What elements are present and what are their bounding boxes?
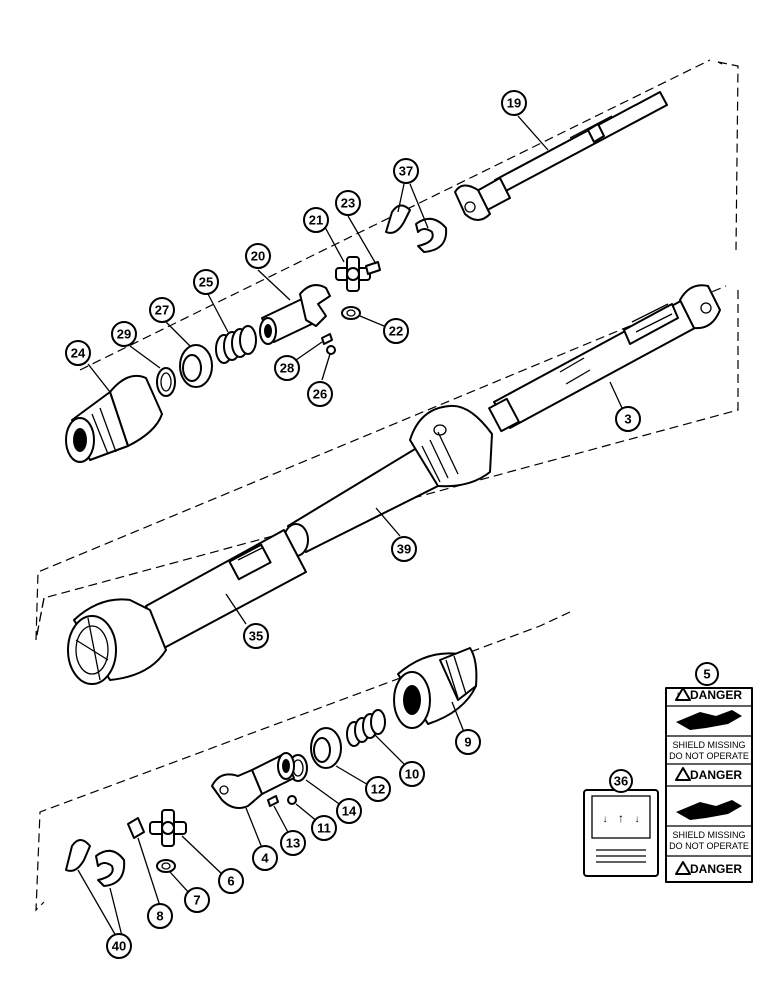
callout-20: 20 xyxy=(245,243,271,269)
callout-5: 5 xyxy=(695,662,719,686)
svg-text:25: 25 xyxy=(199,275,213,290)
snap-ring-7 xyxy=(156,859,176,873)
callout-39: 39 xyxy=(391,536,417,562)
callout-19: 19 xyxy=(501,90,527,116)
retaining-clips-40 xyxy=(65,839,126,887)
decal-5-shield-1a: SHIELD MISSING xyxy=(672,740,745,750)
pin-8 xyxy=(127,817,145,839)
svg-text:10: 10 xyxy=(405,767,419,782)
spring-25 xyxy=(215,325,257,364)
ball-26 xyxy=(326,345,336,355)
callout-9: 9 xyxy=(455,729,481,755)
inner-tube-yoke-19 xyxy=(454,91,668,221)
snap-ring-22 xyxy=(341,306,361,320)
callout-29: 29 xyxy=(111,321,137,347)
decal-5-danger-2: DANGER xyxy=(690,768,742,782)
decal-5-danger-3: DANGER xyxy=(690,862,742,876)
callout-21: 21 xyxy=(303,207,329,233)
svg-text:27: 27 xyxy=(155,303,169,318)
svg-text:23: 23 xyxy=(341,196,355,211)
svg-text:3: 3 xyxy=(624,412,631,427)
callout-8: 8 xyxy=(147,903,173,929)
svg-text:19: 19 xyxy=(507,96,521,111)
svg-text:4: 4 xyxy=(261,851,269,866)
ball-11 xyxy=(287,795,297,805)
svg-text:14: 14 xyxy=(342,804,357,819)
svg-text:35: 35 xyxy=(249,629,263,644)
retaining-clips-37 xyxy=(385,204,448,253)
svg-text:12: 12 xyxy=(371,782,385,797)
callout-25: 25 xyxy=(193,269,219,295)
callout-10: 10 xyxy=(399,761,425,787)
svg-text:37: 37 xyxy=(399,164,413,179)
callout-22: 22 xyxy=(383,318,409,344)
svg-text:36: 36 xyxy=(614,774,628,789)
callout-12: 12 xyxy=(365,776,391,802)
spring-10 xyxy=(346,709,386,747)
lower-group-outline xyxy=(35,597,571,912)
bearing-ring-27 xyxy=(179,344,213,388)
inner-yoke-20 xyxy=(259,284,331,345)
callout-28: 28 xyxy=(274,355,300,381)
shield-tube-39 xyxy=(283,404,493,557)
svg-text:40: 40 xyxy=(112,939,126,954)
callout-14: 14 xyxy=(336,798,362,824)
svg-text:26: 26 xyxy=(313,387,327,402)
decal-5: ! DANGER SHIELD MISSING DO NOT OPERATE D… xyxy=(665,687,753,883)
callout-7: 7 xyxy=(184,887,210,913)
svg-text:5: 5 xyxy=(703,667,710,682)
leader-lines xyxy=(77,115,708,937)
svg-text:↓: ↓ xyxy=(603,814,608,825)
callout-11: 11 xyxy=(311,815,337,841)
svg-text:29: 29 xyxy=(117,327,131,342)
callout-35: 35 xyxy=(243,623,269,649)
svg-text:13: 13 xyxy=(286,836,300,851)
svg-text:21: 21 xyxy=(309,213,323,228)
callout-37: 37 xyxy=(393,158,419,184)
bearing-ring-12 xyxy=(310,727,342,769)
svg-text:11: 11 xyxy=(317,821,331,836)
callout-6: 6 xyxy=(218,868,244,894)
callout-23: 23 xyxy=(335,190,361,216)
outer-shield-35 xyxy=(67,529,307,685)
svg-text:9: 9 xyxy=(464,735,471,750)
decal-5-shield-1b: DO NOT OPERATE xyxy=(669,751,749,761)
svg-text:28: 28 xyxy=(280,361,294,376)
svg-text:39: 39 xyxy=(397,542,411,557)
callout-26: 26 xyxy=(307,381,333,407)
svg-text:20: 20 xyxy=(251,249,265,264)
callout-3: 3 xyxy=(615,406,641,432)
svg-text:↓: ↓ xyxy=(635,814,640,825)
callout-27: 27 xyxy=(149,297,175,323)
decal-5-shield-2b: DO NOT OPERATE xyxy=(669,841,749,851)
svg-text:!: ! xyxy=(677,693,679,699)
callout-36: 36 xyxy=(609,769,633,793)
callout-40: 40 xyxy=(106,933,132,959)
svg-text:8: 8 xyxy=(156,909,163,924)
universal-cross-21 xyxy=(335,256,371,292)
decal-5-danger-1: DANGER xyxy=(690,688,742,702)
pin-23 xyxy=(365,261,381,275)
svg-text:↑: ↑ xyxy=(618,811,624,825)
decal-5-shield-2a: SHIELD MISSING xyxy=(672,830,745,840)
decal-36: ↓ ↑ ↓ xyxy=(583,789,659,877)
universal-cross-6 xyxy=(149,809,187,847)
pin-13 xyxy=(267,795,279,807)
svg-text:22: 22 xyxy=(389,324,403,339)
shield-cone-24 xyxy=(65,374,163,463)
callout-4: 4 xyxy=(252,845,278,871)
callout-13: 13 xyxy=(280,830,306,856)
pin-28 xyxy=(321,333,333,345)
outer-yoke-4 xyxy=(211,752,295,809)
svg-text:7: 7 xyxy=(193,893,200,908)
outer-tube-3 xyxy=(488,284,721,433)
shield-cone-9 xyxy=(393,647,478,729)
svg-text:6: 6 xyxy=(227,874,234,889)
snap-ring-29 xyxy=(156,367,176,397)
callout-24: 24 xyxy=(65,340,91,366)
svg-text:24: 24 xyxy=(71,346,86,361)
